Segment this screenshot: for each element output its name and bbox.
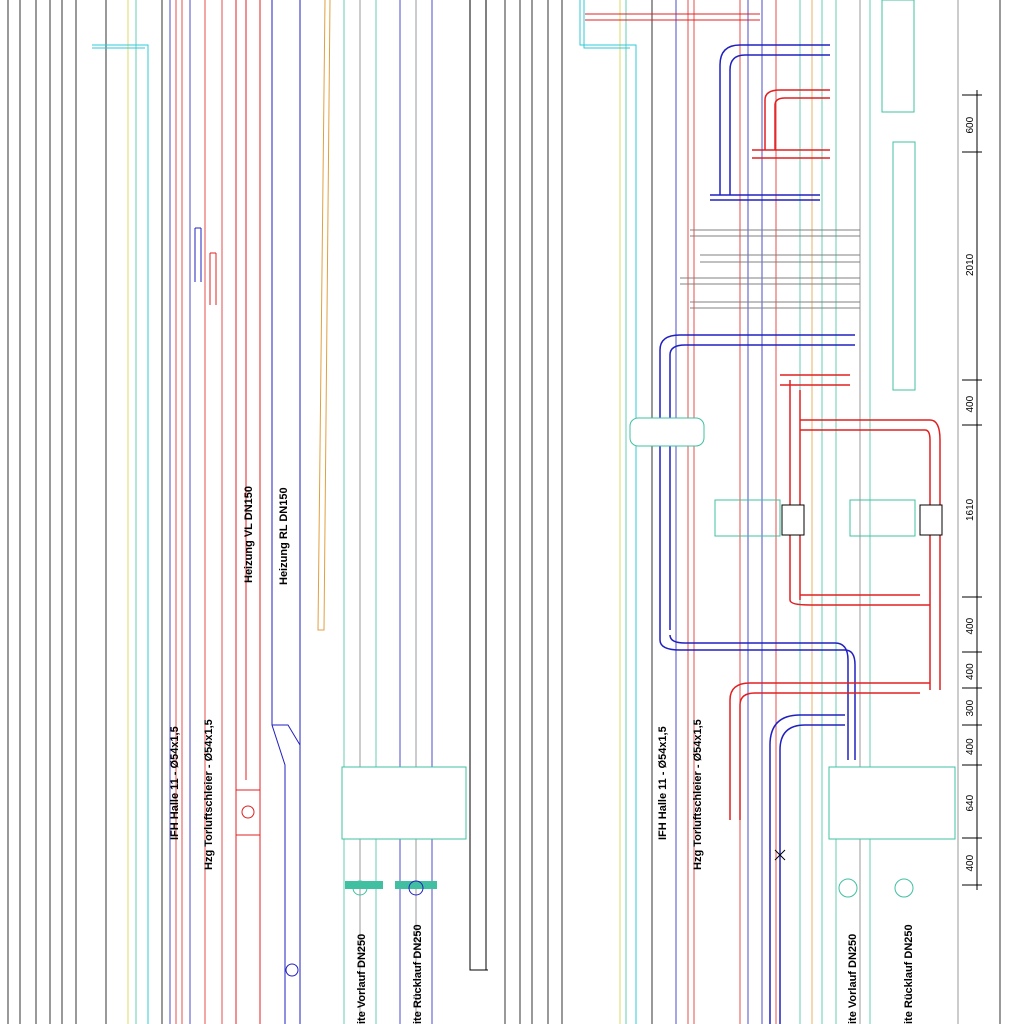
return-pipe (769, 714, 845, 1024)
orange-pipe (317, 0, 331, 631)
fittings (92, 0, 956, 1024)
label-hzg-right: Hzg Torluftschleier - Ø54x1,5 (692, 719, 704, 870)
label-ifh-left: IFH Halle 11 - Ø54x1,5 (169, 726, 181, 840)
valve-icon (285, 963, 299, 977)
pump-motor (849, 499, 916, 537)
dimension-value: 400 (965, 663, 976, 680)
supply-pipe (752, 89, 830, 159)
label-heizung-vl: Heizung VL DN150 (243, 486, 255, 583)
branch-pipe (680, 229, 860, 309)
cyan-pipe (92, 44, 149, 1024)
return-pipe (710, 44, 830, 201)
valve-icon (408, 880, 424, 896)
label-vorlauf-left: ite Vorlauf DN250 (356, 934, 368, 1024)
dimension-value: 400 (965, 617, 976, 634)
dimension-value: 2010 (965, 253, 976, 276)
dimension-value: 400 (965, 854, 976, 871)
supply-pipe (729, 682, 930, 820)
label-ruecklauf-right: ite Rücklauf DN250 (903, 924, 915, 1024)
dimension-value: 300 (965, 699, 976, 716)
label-ruecklauf-left: ite Rücklauf DN250 (412, 924, 424, 1024)
dimension-value: 400 (965, 738, 976, 755)
black-line (469, 0, 488, 971)
equipment-box (341, 766, 467, 840)
heizung-rl-pipe (271, 0, 301, 1024)
valve-icon (774, 849, 786, 861)
small-pipe (194, 227, 202, 282)
dimension-chain: 600 2010 400 1610 400 400 300 400 640 400 (962, 90, 982, 890)
pump-motor (714, 499, 781, 537)
valve-icon (838, 878, 858, 898)
dimension-value: 400 (965, 395, 976, 412)
valve-icon (241, 805, 255, 819)
supply-pipe (780, 374, 941, 690)
valve-icon (894, 878, 914, 898)
dimension-value: 640 (965, 794, 976, 811)
red-pipe (585, 13, 760, 21)
labels: IFH Halle 11 - Ø54x1,5 Hzg Torluftschlei… (169, 486, 915, 1024)
pump (781, 504, 805, 536)
distributor (892, 141, 916, 391)
valve-icon (352, 880, 368, 896)
label-vorlauf-right: ite Vorlauf DN250 (847, 934, 859, 1024)
label-ifh-right: IFH Halle 11 - Ø54x1,5 (657, 726, 669, 840)
label-hzg-left: Hzg Torluftschleier - Ø54x1,5 (203, 719, 215, 870)
label-heizung-rl: Heizung RL DN150 (278, 487, 290, 585)
cyan-pipe (579, 0, 637, 1024)
separator-tank (629, 417, 705, 447)
dimension-value: 1610 (965, 498, 976, 521)
pump (919, 504, 943, 536)
distributor (881, 0, 915, 113)
return-pipe (659, 334, 856, 760)
heizung-vl-pipe (235, 0, 261, 1024)
equipment-box (828, 766, 956, 840)
heizung-vl-valve (235, 789, 261, 836)
dimension-value: 600 (965, 116, 976, 133)
pipe-lines (7, 0, 1001, 1024)
small-pipe (209, 252, 217, 305)
